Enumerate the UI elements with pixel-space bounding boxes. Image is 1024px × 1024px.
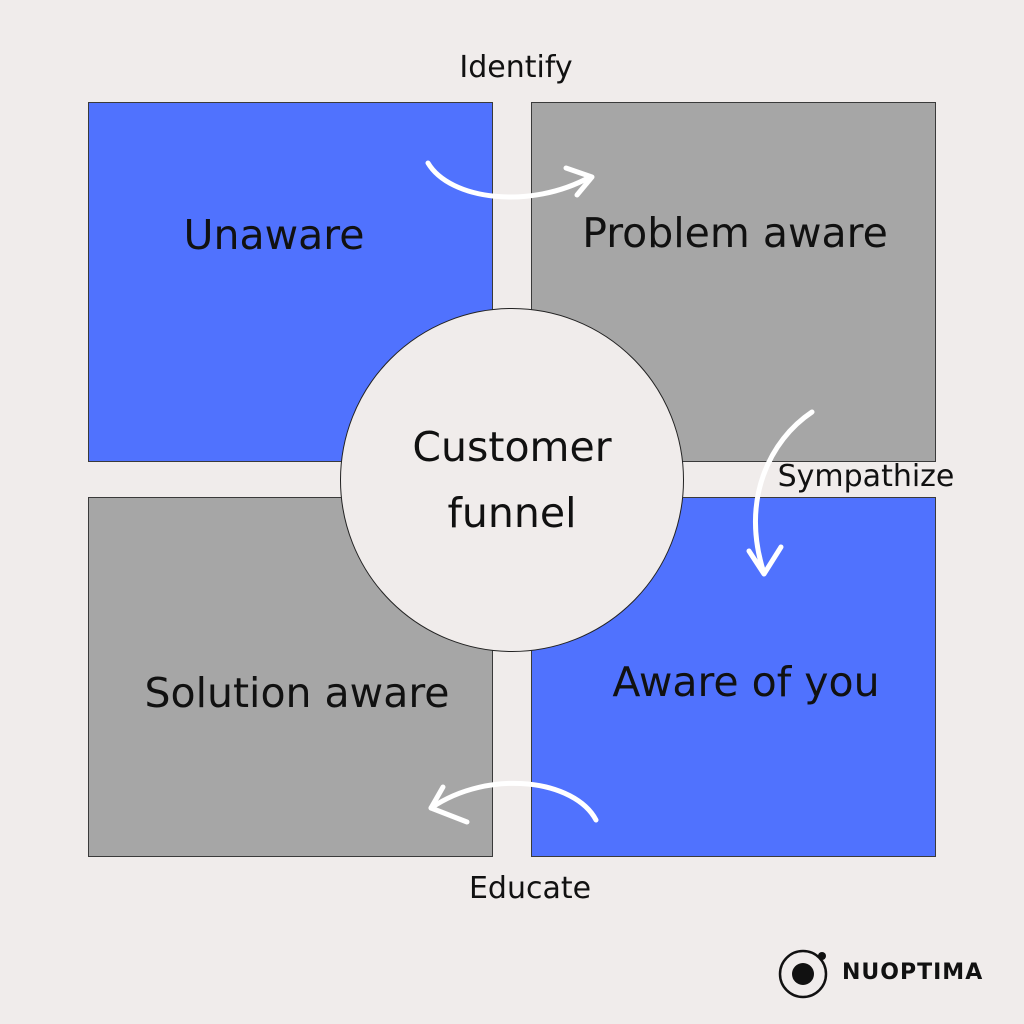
transition-label-educate: Educate — [468, 871, 592, 906]
nuoptima-logo-icon — [778, 949, 828, 999]
brand-name: NUOPTIMA — [842, 959, 984, 985]
quadrant-label-unaware: Unaware — [183, 211, 365, 259]
center-circle: Customer funnel — [340, 308, 684, 652]
quadrant-label-problem-aware: Problem aware — [582, 209, 888, 257]
center-title-line-2: funnel — [447, 489, 577, 537]
brand-logo: NUOPTIMA — [776, 944, 983, 1000]
quadrant-label-solution-aware: Solution aware — [144, 669, 450, 717]
transition-label-sympathize: Sympathize — [777, 459, 955, 494]
transition-label-identify: Identify — [459, 50, 573, 85]
center-title-line-1: Customer — [412, 422, 612, 471]
quadrant-label-aware-of-you: Aware of you — [612, 658, 880, 706]
